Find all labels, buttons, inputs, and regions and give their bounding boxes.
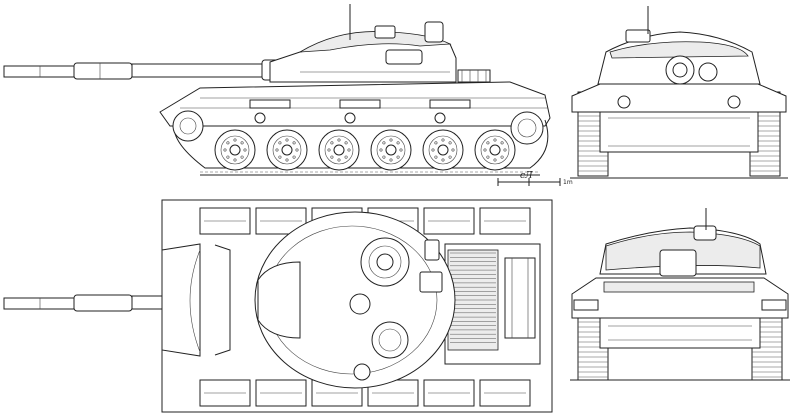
front-headlight-right [727,95,741,109]
return-roller [344,112,356,124]
drive-sprocket [510,111,544,145]
rear-lower-plate [599,317,761,349]
scale-bar: 1m [497,178,573,186]
side-turret [269,4,491,83]
side-gun-barrel [3,59,281,81]
top-turret [214,211,456,389]
front-view [570,6,788,179]
top-view [3,199,553,413]
rear-view [570,208,790,381]
return-roller [434,112,446,124]
front-searchlight [698,62,718,82]
idler-wheel [172,110,204,142]
signature: сЛ [520,171,533,181]
front-lower-plate [599,111,759,153]
side-view: 1m сЛ [3,4,573,186]
idler-hub [179,117,197,135]
gunner-hatch [371,321,409,359]
front-hull-plate [571,83,787,113]
return-roller [254,112,266,124]
front-headlight-left [617,95,631,109]
sprocket-hub [517,118,537,138]
top-glacis [161,243,201,357]
scale-bar-label: 1m [563,179,573,186]
